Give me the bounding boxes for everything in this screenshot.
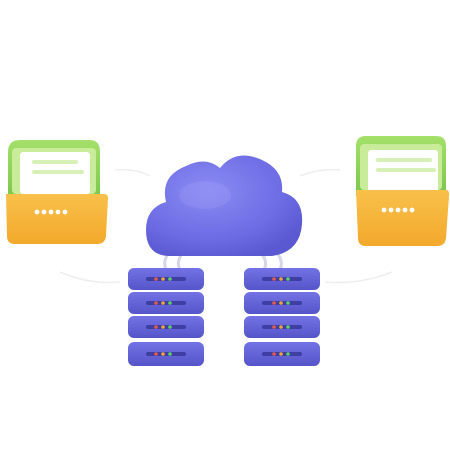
server-unit: [128, 342, 204, 366]
left-folder-icon: [6, 140, 108, 244]
connection-lines: [59, 168, 393, 284]
server-unit: [244, 342, 320, 366]
server-unit: [244, 316, 320, 338]
server-unit: [128, 268, 204, 290]
server-unit: [128, 316, 204, 338]
cloud-icon: [146, 155, 303, 256]
server-unit: [128, 292, 204, 314]
server-unit: [244, 268, 320, 290]
right-folder-icon: [356, 136, 450, 246]
left-server-rack-icon: [128, 268, 204, 366]
server-unit: [244, 292, 320, 314]
right-server-rack-icon: [244, 268, 320, 366]
